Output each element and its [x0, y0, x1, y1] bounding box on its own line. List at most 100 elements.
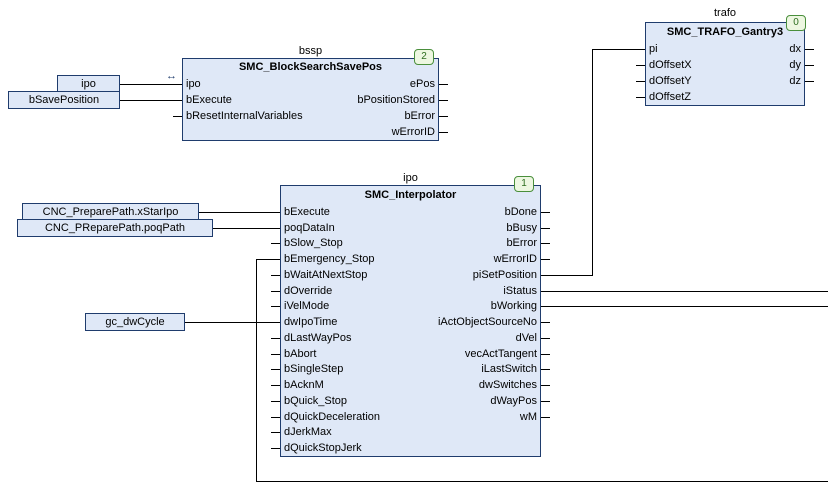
- ipo-input-bsinglestep: bSingleStep: [284, 363, 344, 376]
- trafo-exec-order-badge: 0: [786, 15, 806, 31]
- wire-gcdwcycle-to-dwipotime[interactable]: [185, 322, 280, 323]
- trafo-output-dy: dy: [789, 59, 801, 71]
- ipo-input-backnm: bAcknM: [284, 379, 324, 392]
- trafo-output-dz: dz: [789, 75, 801, 87]
- pin-stub-werrorid-ipo: [541, 259, 550, 260]
- wire-istatus-out[interactable]: [541, 291, 828, 292]
- ipo-output-bworking: bWorking: [490, 300, 537, 313]
- wire-feedback-to-bemergencystop[interactable]: [256, 259, 280, 260]
- operand-gc-dwcycle[interactable]: gc_dwCycle: [85, 313, 185, 331]
- wire-feedback-bottom[interactable]: [256, 481, 828, 482]
- ipo-output-ilastswitch: iLastSwitch: [481, 363, 537, 376]
- wire-bworking-out[interactable]: [541, 306, 828, 307]
- ipo-input-djerkmax: dJerkMax: [284, 426, 332, 439]
- pin-stub-ivelmode: [271, 306, 280, 307]
- wire-to-trafo-pi[interactable]: [592, 49, 645, 50]
- ipo-input-bslowstop: bSlow_Stop: [284, 237, 343, 250]
- wire-operand-ipo-to-bssp-ipo[interactable]: [120, 84, 182, 85]
- bssp-row: ipo ePos: [183, 76, 438, 92]
- ipo-input-bexecute: bExecute: [284, 205, 330, 218]
- bssp-output-werrorid: wErrorID: [391, 126, 435, 138]
- pin-stub-doffsety: [636, 81, 645, 82]
- ipo-instance-label: ipo: [403, 172, 418, 184]
- pin-stub-dy: [805, 65, 814, 66]
- ipo-output-wm: wM: [519, 410, 537, 423]
- ipo-input-bwaitatnextstop: bWaitAtNextStop: [284, 268, 368, 281]
- bssp-instance-label: bssp: [298, 45, 323, 57]
- operand-bsaveposition[interactable]: bSavePosition: [8, 91, 120, 109]
- bssp-input-ipo: ipo: [186, 78, 201, 90]
- operand-preparepath-poqpath[interactable]: CNC_PReparePath.poqPath: [17, 219, 213, 237]
- pin-stub-dz: [805, 81, 814, 82]
- pin-stub-dquickdeceleration: [271, 417, 280, 418]
- ipo-row: dQuickDeceleration wM: [281, 409, 540, 425]
- bssp-output-bpositionstored: bPositionStored: [357, 94, 435, 106]
- bssp-title: SMC_BlockSearchSavePos: [238, 61, 383, 73]
- ipo-input-dlastwaypos: dLastWayPos: [284, 331, 352, 344]
- trafo-row: pi dx: [646, 41, 804, 57]
- wire-feedback-riser[interactable]: [256, 259, 257, 482]
- ipo-row: dJerkMax: [281, 425, 540, 441]
- pin-stub-doffsetx: [636, 65, 645, 66]
- pin-stub-dwaypos: [541, 401, 550, 402]
- trafo-input-doffsetx: dOffsetX: [649, 59, 692, 71]
- operand-preparepath-xstaripo[interactable]: CNC_PreparePath.xStarIpo: [22, 203, 199, 221]
- ipo-row: bSlow_Stop bError: [281, 236, 540, 252]
- pin-stub-babort: [271, 354, 280, 355]
- wire-pisetposition-out[interactable]: [541, 275, 592, 276]
- trafo-input-doffsetz: dOffsetZ: [649, 91, 691, 103]
- pin-stub-bwaitatnextstop: [271, 275, 280, 276]
- wire-bsaveposition-to-bexecute[interactable]: [120, 100, 182, 101]
- pin-stub-doverride: [271, 291, 280, 292]
- trafo-instance-label: trafo: [713, 7, 736, 19]
- ipo-output-berror: bError: [506, 237, 537, 250]
- trafo-input-pi: pi: [649, 43, 658, 55]
- ipo-title: SMC_Interpolator: [364, 189, 457, 201]
- pin-stub-werrorid-bssp: [439, 132, 448, 133]
- trafo-output-dx: dx: [789, 43, 801, 55]
- wire-pisetposition-riser[interactable]: [592, 49, 593, 276]
- bssp-output-epos: ePos: [409, 78, 435, 90]
- ipo-input-bemergencystop: bEmergency_Stop: [284, 253, 375, 266]
- pin-stub-ilastswitch: [541, 369, 550, 370]
- ipo-output-bdone: bDone: [504, 205, 537, 218]
- wire-preparepath-start-to-bexecute[interactable]: [199, 212, 280, 213]
- pin-stub-dquickstopjerk: [271, 448, 280, 449]
- pin-stub-dx: [805, 49, 814, 50]
- ipo-output-dwaypos: dWayPos: [490, 394, 537, 407]
- inout-arrow-icon: ↔: [166, 70, 177, 82]
- pin-stub-iactobjectsourceno: [541, 322, 550, 323]
- ipo-input-dquickdeceleration: dQuickDeceleration: [284, 410, 380, 423]
- pin-stub-backnm: [271, 385, 280, 386]
- pin-stub-bbusy: [541, 228, 550, 229]
- pin-stub-wm: [541, 417, 550, 418]
- pin-stub-dwswitches: [541, 385, 550, 386]
- ipo-input-dwipotime: dwIpoTime: [284, 316, 338, 329]
- pin-stub-bdone: [541, 212, 550, 213]
- pin-stub-bresetinternalvariables: [173, 116, 182, 117]
- ipo-output-vecacttangent: vecActTangent: [464, 347, 537, 360]
- pin-stub-djerkmax: [271, 432, 280, 433]
- pin-stub-epos: [439, 84, 448, 85]
- pin-stub-berror-bssp: [439, 116, 448, 117]
- bssp-input-bresetinternalvariables: bResetInternalVariables: [186, 110, 303, 122]
- pin-stub-vecacttangent: [541, 354, 550, 355]
- ipo-input-dquickstopjerk: dQuickStopJerk: [284, 442, 362, 455]
- wire-preparepath-poq-to-poqdatain[interactable]: [213, 228, 280, 229]
- pin-stub-dlastwaypos: [271, 338, 280, 339]
- pin-stub-bquickstop: [271, 401, 280, 402]
- pin-stub-berror-ipo: [541, 243, 550, 244]
